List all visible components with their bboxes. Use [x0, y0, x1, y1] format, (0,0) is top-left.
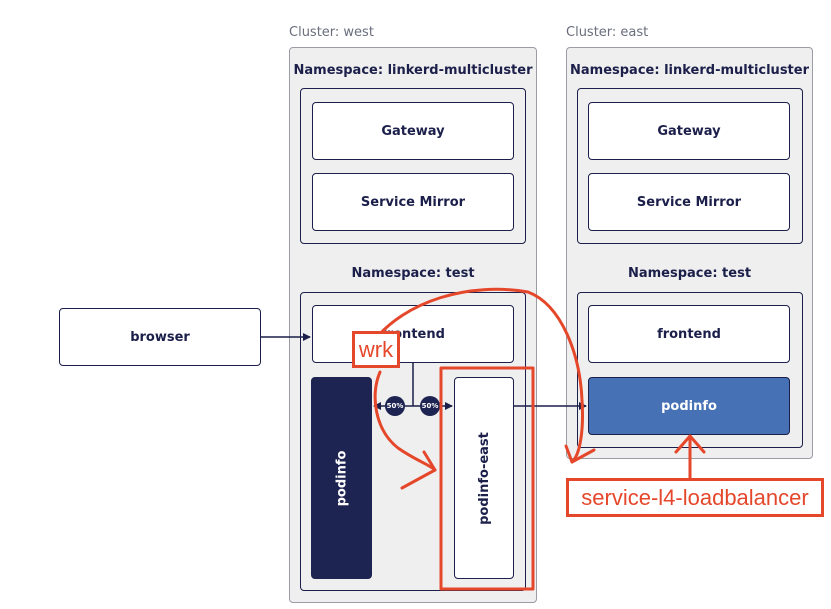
cluster-east-label: Cluster: east — [566, 25, 649, 40]
east-ns-test-title: Namespace: test — [627, 266, 752, 281]
west-gateway-node[interactable]: Gateway — [312, 102, 514, 160]
podinfo-east-highlight — [439, 366, 535, 591]
west-ns-multicluster-title: Namespace: linkerd-multicluster — [293, 63, 533, 78]
lb-up-arrow-head — [674, 434, 706, 454]
east-ns-multicluster-box — [577, 88, 803, 244]
service-lb-annotation: service-l4-loadbalancer — [566, 478, 824, 517]
wrk-to-podinfo-east-curve — [373, 370, 437, 472]
west-ns-multicluster-box — [300, 88, 526, 244]
west-podinfo-east-node[interactable]: podinfo-east — [454, 377, 514, 579]
east-frontend-node[interactable]: frontend — [588, 305, 790, 363]
wrk-annotation: wrk — [352, 331, 400, 368]
wrk-to-east-curve — [370, 287, 584, 464]
east-gateway-node[interactable]: Gateway — [588, 102, 790, 160]
split-badge-right: 50% — [420, 396, 440, 416]
west-frontend-node[interactable]: frontend — [312, 305, 514, 363]
west-ns-test-title: Namespace: test — [351, 266, 475, 281]
west-podinfo-node[interactable]: podinfo — [311, 377, 372, 579]
split-badge-left: 50% — [385, 396, 405, 416]
west-service-mirror-node[interactable]: Service Mirror — [312, 173, 514, 231]
browser-node[interactable]: browser — [59, 308, 261, 366]
west-ns-test-box — [300, 292, 526, 591]
east-podinfo-node[interactable]: podinfo — [588, 377, 790, 435]
east-ns-multicluster-title: Namespace: linkerd-multicluster — [570, 63, 809, 78]
east-service-mirror-node[interactable]: Service Mirror — [588, 173, 790, 231]
wrk-to-east-curve-head — [564, 444, 596, 464]
wrk-to-podinfo-east-curve-head — [400, 450, 437, 490]
cluster-west-label: Cluster: west — [289, 25, 374, 40]
